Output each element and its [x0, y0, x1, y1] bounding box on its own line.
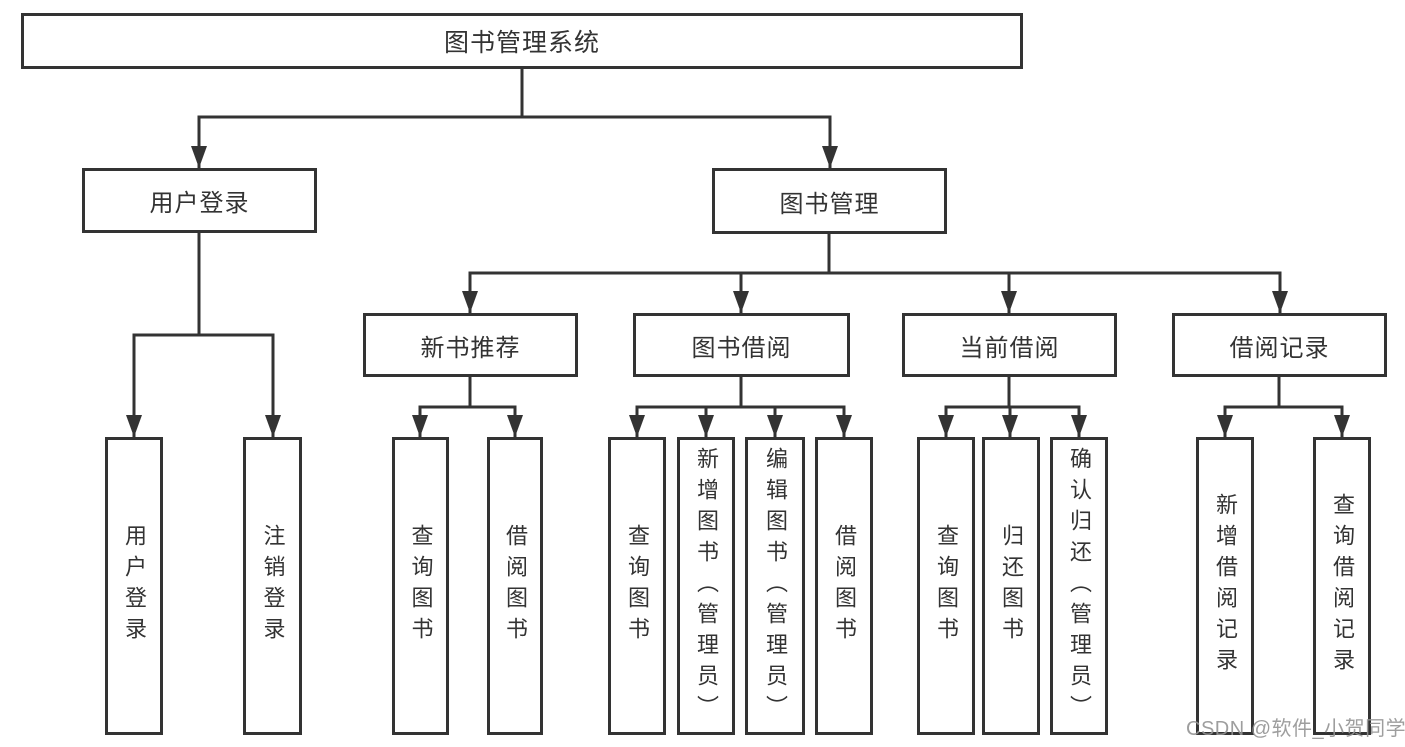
- node-borrowing-records: 借阅记录: [1172, 313, 1387, 377]
- node-label: 图书借阅: [691, 334, 792, 362]
- leaf-query-book-under-newbook: 查询图书: [392, 437, 449, 735]
- leaf-label: 查询图书: [408, 524, 434, 648]
- node-label: 图书管理: [779, 190, 880, 218]
- leaf-label: 新增图书（管理员）: [694, 446, 719, 726]
- node-current-borrowing: 当前借阅: [902, 313, 1117, 377]
- leaf-label: 注销登录: [260, 524, 286, 648]
- leaf-borrow-book-under-borrowing: 借阅图书: [815, 437, 873, 735]
- watermark: CSDN @软件_小贺同学: [1186, 718, 1405, 740]
- node-book-management: 图书管理: [712, 168, 947, 234]
- leaf-label: 用户登录: [122, 524, 147, 648]
- node-root-library-system: 图书管理系统: [21, 13, 1023, 69]
- connector-currentborrow-trunk: [944, 375, 1081, 409]
- connector-bookmgmt-trunk: [468, 232, 1282, 275]
- connector-newbook-trunk: [418, 375, 517, 409]
- node-label: 借阅记录: [1229, 334, 1330, 362]
- leaf-label: 查询借阅记录: [1330, 493, 1355, 679]
- leaf-add-borrow-record: 新增借阅记录: [1196, 437, 1254, 735]
- connector-records-trunk: [1223, 375, 1344, 409]
- connector-root-trunk: [197, 67, 832, 119]
- leaf-label: 借阅图书: [832, 524, 857, 648]
- leaf-query-book-under-current: 查询图书: [917, 437, 975, 735]
- node-user-login: 用户登录: [82, 168, 317, 233]
- leaf-label: 新增借阅记录: [1213, 493, 1238, 679]
- node-new-book-recommend: 新书推荐: [363, 313, 578, 377]
- leaf-label: 确认归还（管理员）: [1067, 446, 1092, 726]
- connector-bookborrow-trunk: [635, 375, 846, 409]
- node-label: 图书管理系统: [443, 29, 600, 57]
- leaf-label: 归还图书: [999, 524, 1024, 648]
- node-book-borrowing: 图书借阅: [633, 313, 850, 377]
- leaf-label: 查询图书: [934, 524, 959, 648]
- node-label: 当前借阅: [959, 334, 1060, 362]
- node-label: 用户登录: [149, 190, 250, 217]
- leaf-label: 查询图书: [625, 524, 650, 648]
- leaf-user-login: 用户登录: [105, 437, 163, 735]
- leaf-logout: 注销登录: [243, 437, 302, 735]
- leaf-query-borrow-record: 查询借阅记录: [1313, 437, 1371, 735]
- leaf-label: 编辑图书（管理员）: [763, 446, 788, 726]
- leaf-add-book-admin: 新增图书（管理员）: [677, 437, 735, 735]
- node-label: 新书推荐: [420, 334, 521, 362]
- leaf-borrow-book-under-newbook: 借阅图书: [487, 437, 543, 735]
- connector-userlogin-trunk: [132, 231, 275, 337]
- leaf-return-book: 归还图书: [982, 437, 1040, 735]
- leaf-edit-book-admin: 编辑图书（管理员）: [745, 437, 805, 735]
- leaf-confirm-return-admin: 确认归还（管理员）: [1050, 437, 1108, 735]
- leaf-query-book-under-borrowing: 查询图书: [608, 437, 666, 735]
- leaf-label: 借阅图书: [503, 524, 528, 648]
